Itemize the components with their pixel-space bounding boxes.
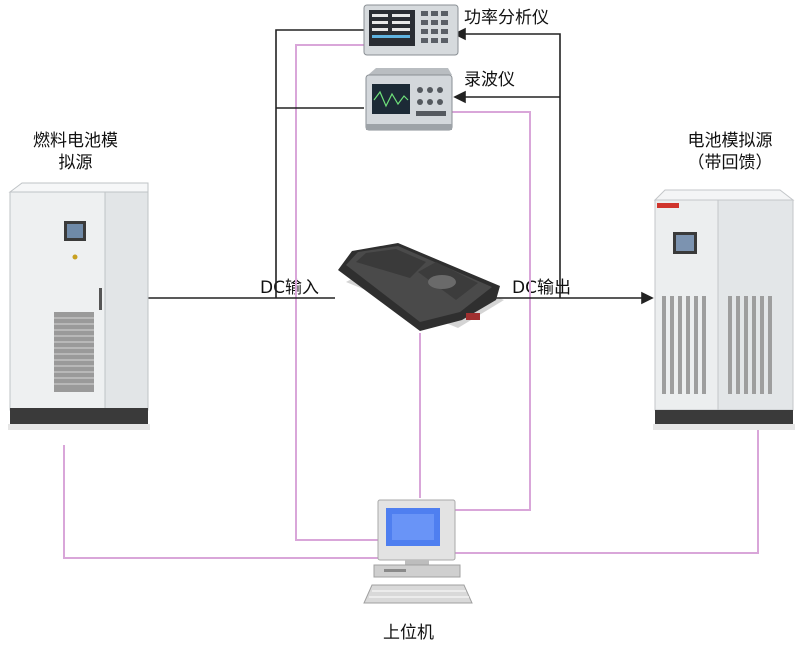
oscilloscope-top [368, 68, 452, 75]
monitor-neck [405, 560, 429, 565]
cabinet-handle [99, 288, 102, 310]
power-analyzer-device [363, 4, 459, 56]
battery-cabinet-screen-inner [676, 235, 694, 251]
cabinet-vent-grille [54, 312, 94, 392]
host-computer-label: 上位机 [383, 623, 434, 643]
power-analyzer-input-tap [275, 29, 364, 298]
battery-source-label-line2: （带回馈） [687, 153, 773, 173]
oscilloscope-screen [372, 84, 410, 114]
pink-communication-wires [63, 44, 759, 559]
comm-wire-fuel-cell [63, 445, 378, 559]
power-analyzer-screen-readouts [372, 14, 410, 38]
computer-drive-slot [384, 569, 406, 572]
battery-source-label-line1: 电池模拟源 [687, 131, 773, 151]
power-analyzer-arrowhead [453, 27, 466, 41]
keyboard-keys [369, 590, 469, 598]
oscilloscope-label: 录波仪 [464, 70, 515, 90]
oscilloscope-device [365, 68, 453, 131]
cabinet-screen-inner [67, 224, 83, 238]
power-analyzer-output-tap [462, 33, 561, 298]
battery-cabinet-shadow [653, 424, 795, 430]
cabinet-vent-lines [54, 317, 94, 385]
fuel-cell-source-label: 燃料电池模 拟源 [18, 130, 133, 174]
power-analyzer-label: 功率分析仪 [464, 8, 549, 28]
comm-wire-power-analyzer [295, 44, 378, 541]
cabinet-top [8, 182, 149, 193]
power-analyzer-keys [421, 11, 448, 43]
black-power-wires [148, 27, 654, 305]
oscilloscope-base [366, 124, 452, 130]
monitor-screen-glow [392, 514, 434, 540]
module-connector [466, 313, 480, 320]
dc-output-arrowhead [641, 291, 654, 305]
fuel-cell-simulator-cabinet [8, 182, 150, 430]
keyboard [363, 584, 473, 604]
fuel-cell-source-label-line2: 拟源 [58, 153, 93, 173]
cabinet-indicator [72, 254, 78, 260]
battery-simulator-cabinet [653, 189, 795, 430]
comm-wire-battery-source [455, 428, 759, 554]
dc-output-label: DC输出 [512, 278, 571, 298]
battery-cabinet-base [655, 410, 793, 424]
dc-input-label: DC输入 [260, 278, 319, 298]
comm-wire-oscilloscope [445, 111, 531, 511]
cabinet-shadow [8, 424, 150, 430]
battery-source-label: 电池模拟源 （带回馈） [670, 130, 790, 174]
oscilloscope-trace [373, 90, 409, 108]
fuel-cell-source-label-line1: 燃料电池模 [33, 131, 118, 151]
host-computer [363, 499, 473, 604]
battery-cabinet-top [653, 189, 795, 201]
cabinet-base [10, 408, 148, 424]
module-capacitor [428, 275, 456, 289]
battery-cabinet-vents [662, 296, 772, 394]
oscilloscope-knobs [416, 87, 446, 116]
module-cover-left [356, 249, 426, 278]
cabinet-right-door [104, 191, 149, 411]
battery-cabinet-brand-strip [657, 203, 679, 208]
monitor-screen [386, 508, 440, 546]
dcdc-converter-module [338, 243, 504, 331]
oscilloscope-arrowhead [453, 90, 466, 104]
computer-case [373, 564, 461, 578]
